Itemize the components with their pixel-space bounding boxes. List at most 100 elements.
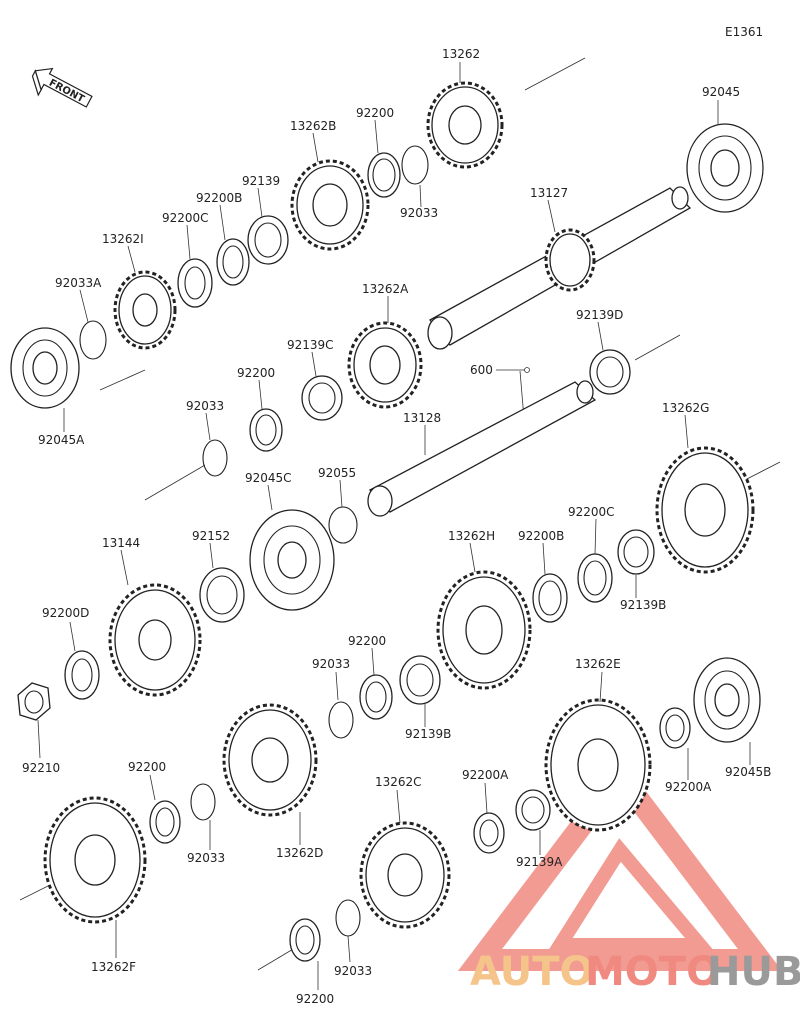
bearing-92139C [301, 375, 343, 421]
label-92045: 92045 [702, 85, 740, 99]
label-13262A: 13262A [362, 282, 409, 296]
label-92200-top: 92200 [356, 106, 394, 120]
label-92139: 92139 [242, 174, 280, 188]
washer-92200-bot [289, 918, 321, 962]
gear-13262A [347, 321, 423, 409]
washer-92200C-top [177, 258, 213, 308]
watermark-text: AUTO MOTO HUB [470, 949, 800, 995]
label-13262H: 13262H [448, 529, 495, 543]
label-92200B-top: 92200B [196, 191, 242, 205]
label-92139B-right: 92139B [620, 598, 666, 612]
shaft-13128 [367, 380, 597, 517]
label-13262G: 13262G [662, 401, 709, 415]
label-92033-top: 92033 [400, 206, 438, 220]
washer-92200-bl [149, 800, 181, 844]
circlip-92033-low [328, 701, 354, 739]
bearing-92045C [249, 509, 335, 611]
label-13262F: 13262F [91, 960, 136, 974]
label-92045B: 92045B [725, 765, 771, 779]
gear-13262E [544, 698, 652, 832]
label-92200B-mid: 92200B [518, 529, 564, 543]
label-92045C: 92045C [245, 471, 292, 485]
gear-13262B [290, 159, 370, 251]
washer-92200B-top [216, 238, 250, 286]
label-13262: 13262 [442, 47, 480, 61]
diagram-code: E1361 [725, 25, 763, 39]
collar-92152 [199, 567, 245, 623]
label-92200-bot: 92200 [296, 992, 334, 1006]
bearing-92045B [693, 657, 761, 743]
watermark-auto: AUTO [470, 949, 594, 995]
label-92200D: 92200D [42, 606, 89, 620]
washer-92200-top [367, 152, 401, 198]
bearing-92139D [589, 349, 631, 395]
label-92139A: 92139A [516, 855, 563, 869]
label-92033-bl: 92033 [187, 851, 225, 865]
washer-92200B-mid [532, 573, 568, 623]
label-92139D: 92139D [576, 308, 623, 322]
label-92200A-low: 92200A [462, 768, 509, 782]
gear-13262 [426, 81, 504, 169]
washer-92200D [64, 650, 100, 700]
washer-92200-mid [249, 408, 283, 452]
label-92139C: 92139C [287, 338, 334, 352]
circlip-92033-mid [202, 439, 228, 477]
label-13262D: 13262D [276, 846, 323, 860]
label-600: 600 [470, 363, 493, 377]
label-92033-bot: 92033 [334, 964, 372, 978]
watermark-hub: HUB [707, 949, 800, 995]
label-92152: 92152 [192, 529, 230, 543]
label-92045A: 92045A [38, 433, 85, 447]
watermark-inner-triangle-shape [547, 838, 716, 952]
shaft-13127 [427, 186, 692, 350]
label-13262B: 13262B [290, 119, 336, 133]
label-92200-bl: 92200 [128, 760, 166, 774]
circlip-92033A [79, 320, 107, 360]
label-13262E: 13262E [575, 657, 621, 671]
label-92200C-mid: 92200C [568, 505, 615, 519]
bearing-92045A [10, 327, 80, 409]
bearing-92139A [515, 789, 551, 831]
washer-92200A-low [473, 812, 505, 854]
gear-13262F [43, 796, 147, 924]
watermark-logo [457, 756, 783, 971]
leader-lines [37, 62, 751, 990]
label-13128: 13128 [403, 411, 441, 425]
label-13127: 13127 [530, 186, 568, 200]
circlip-92033-bl [190, 783, 216, 821]
watermark-moto: MOTO [585, 949, 720, 995]
washer-92200-low [359, 674, 393, 720]
label-92055: 92055 [318, 466, 356, 480]
bearing-92139B-low [399, 655, 441, 705]
washer-92200C-mid [577, 553, 613, 603]
label-13144: 13144 [102, 536, 140, 550]
label-13262C: 13262C [375, 775, 422, 789]
nut-92210 [17, 682, 51, 721]
label-13262I: 13262I [102, 232, 144, 246]
label-92200A-right: 92200A [665, 780, 712, 794]
gear-13262H [436, 570, 532, 690]
label-92210: 92210 [22, 761, 60, 775]
bearing-92045 [686, 123, 764, 213]
gear-13262G [655, 446, 755, 574]
label-92139B-low: 92139B [405, 727, 451, 741]
label-92200-low: 92200 [348, 634, 386, 648]
label-92200C-top: 92200C [162, 211, 209, 225]
part-labels: E1361 13262 92045 92200 92033 13262B 921… [22, 25, 771, 1006]
label-92033-low: 92033 [312, 657, 350, 671]
bearing-92139B-right [617, 529, 655, 575]
front-label: FRONT [47, 78, 86, 106]
circlip-92033-top [401, 145, 429, 185]
gear-13262C [359, 821, 451, 929]
bearing-92139 [247, 215, 289, 265]
label-92033-mid: 92033 [186, 399, 224, 413]
washer-92200A-right [659, 707, 691, 749]
gear-13262I [113, 270, 177, 350]
gear-13262D [222, 703, 318, 817]
oring-92055 [328, 506, 358, 544]
label-92033A: 92033A [55, 276, 102, 290]
front-arrow-icon: FRONT [31, 67, 93, 108]
watermark-triangle-shape [457, 756, 783, 971]
